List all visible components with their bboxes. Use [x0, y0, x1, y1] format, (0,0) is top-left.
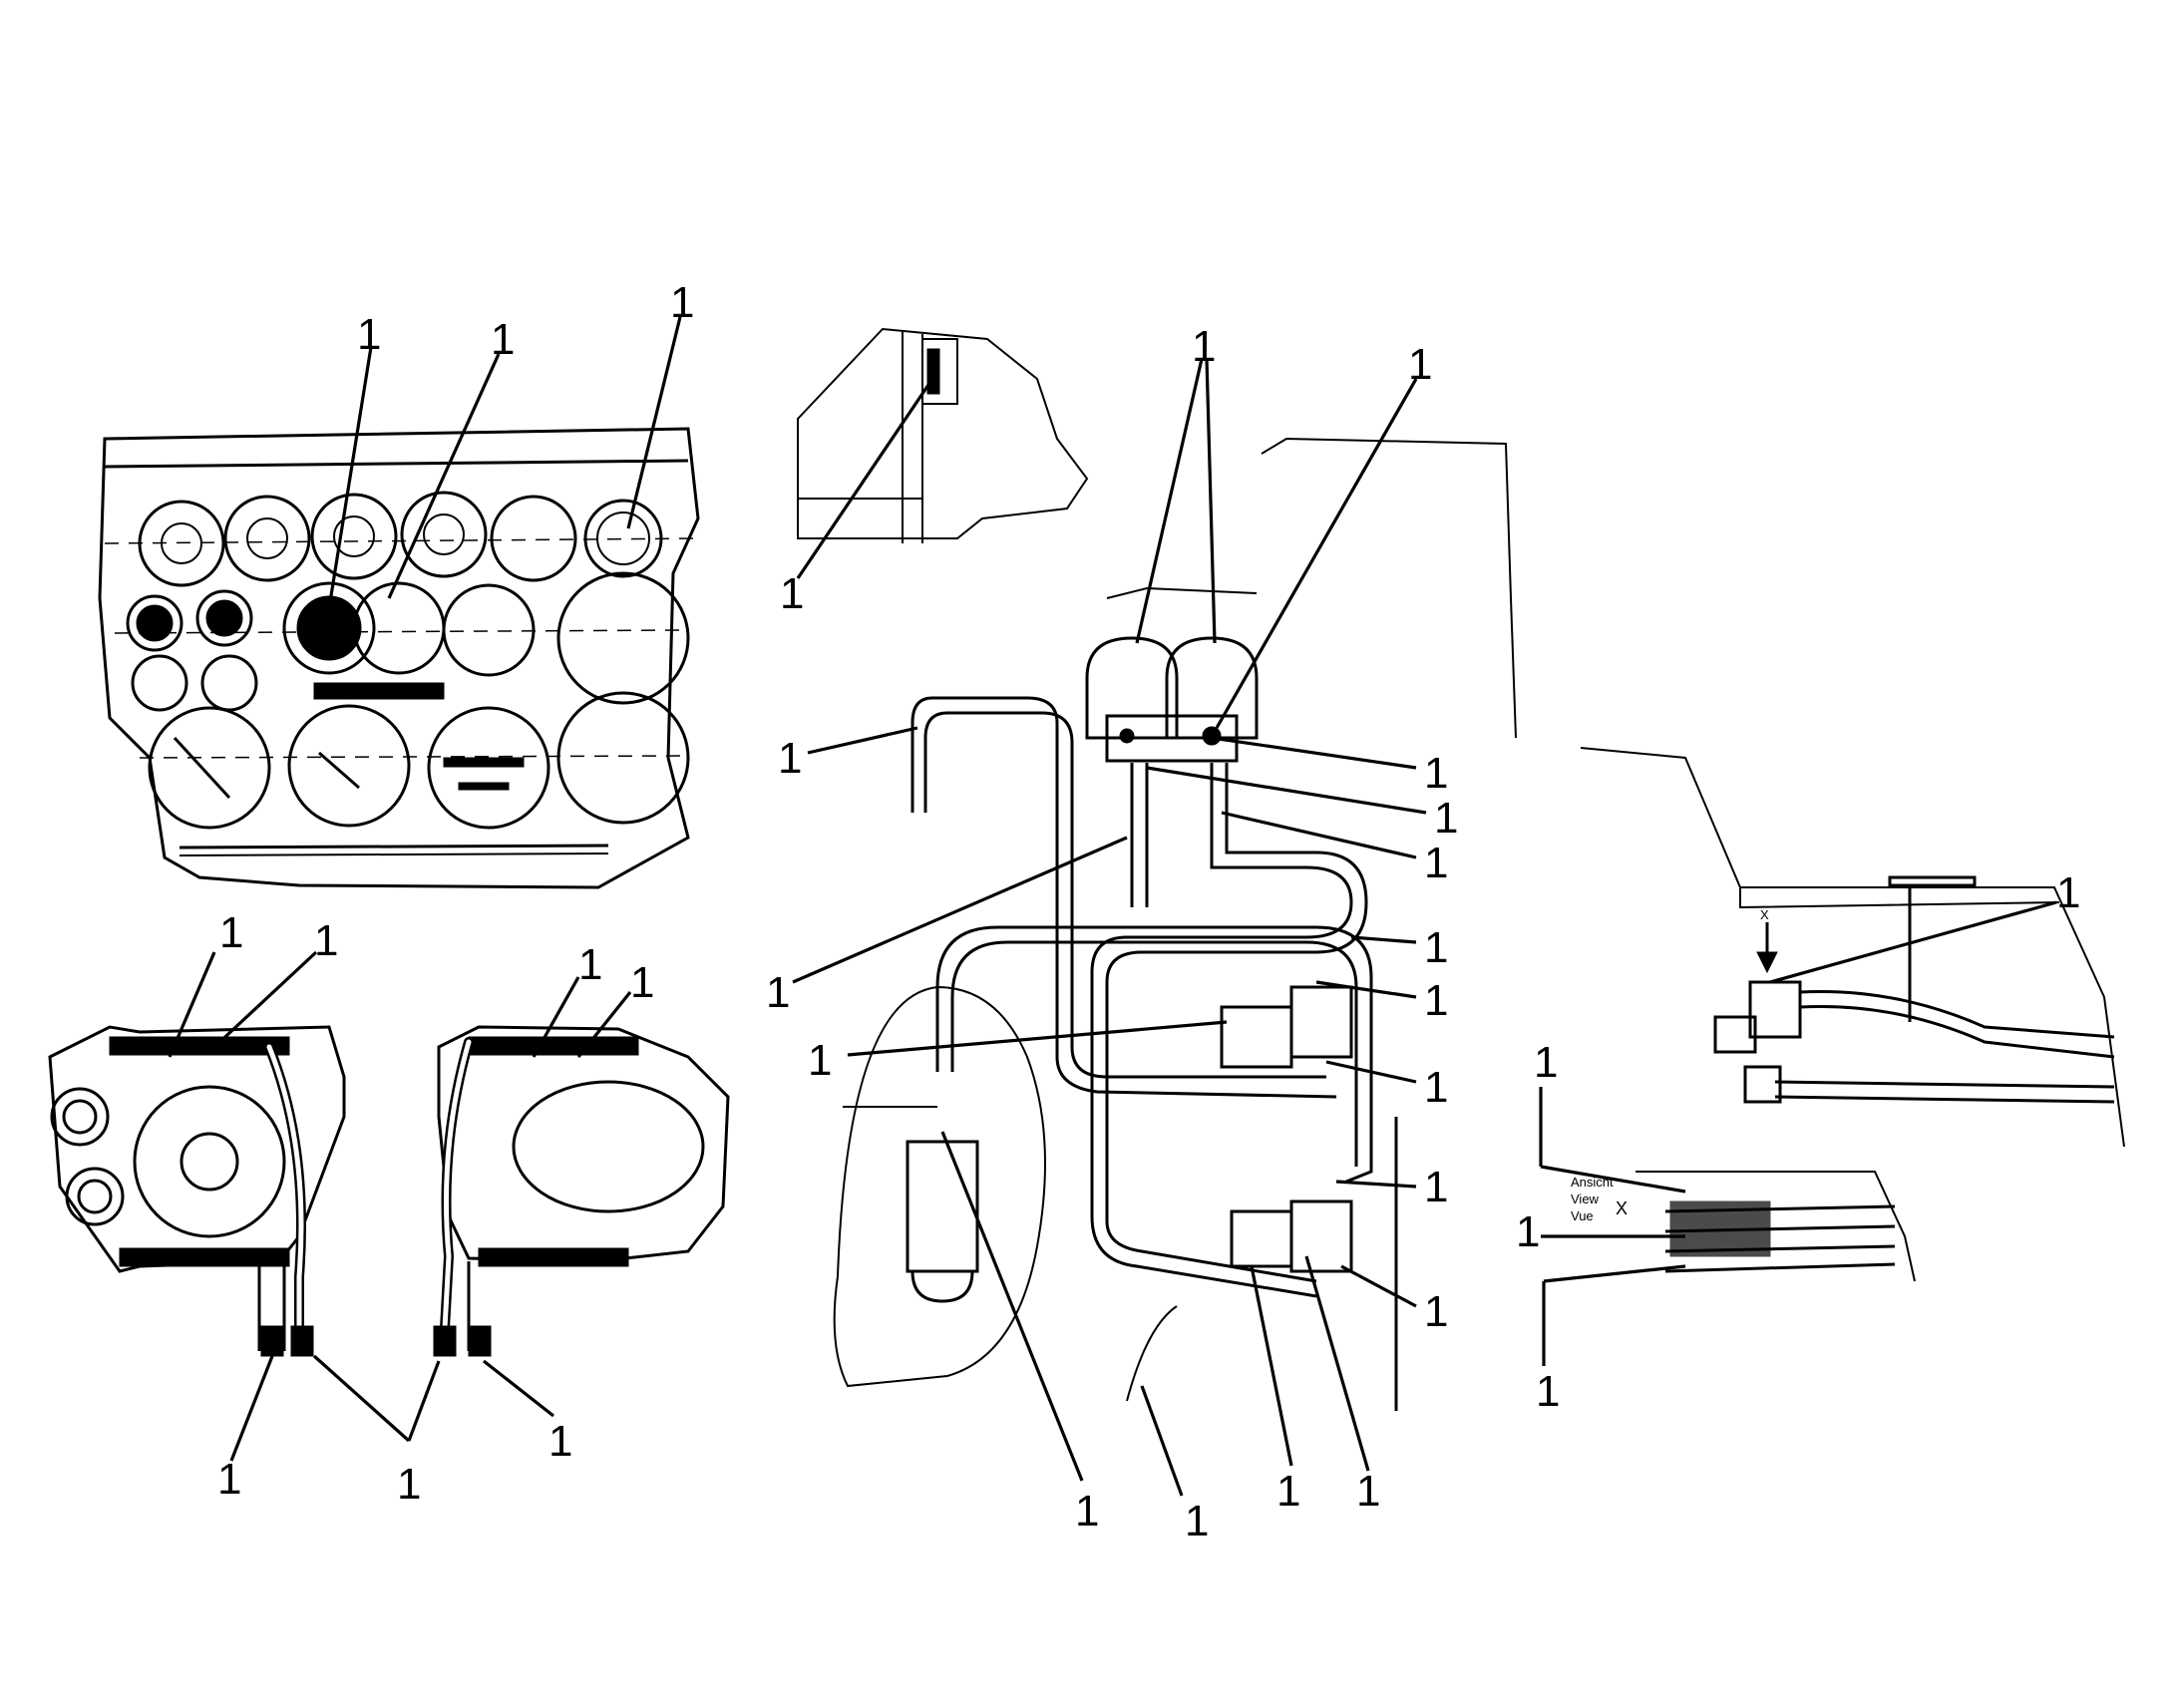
callout-numbers: 1 1 1 1 1 1 1 1 1 1 1 1 1 1 1 1 1 1 1 1 …	[217, 278, 2080, 1545]
view-label-line1: Ansicht	[1571, 1175, 1614, 1190]
callout-label: 1	[1424, 923, 1448, 972]
callout-label: 1	[1516, 1207, 1540, 1256]
callout-label: 1	[1276, 1467, 1300, 1516]
callout-label: 1	[808, 1036, 832, 1085]
callout-label: 1	[766, 968, 790, 1017]
callout-label: 1	[1424, 1287, 1448, 1336]
callout-label: 1	[630, 958, 654, 1007]
view-label-line2: View	[1571, 1192, 1600, 1206]
callout-label: 1	[1434, 794, 1458, 843]
callout-label: 1	[1424, 1163, 1448, 1211]
callout-label: 1	[1534, 1038, 1558, 1087]
callout-label: 1	[219, 908, 243, 957]
callout-label: 1	[1075, 1487, 1099, 1536]
callout-label: 1	[491, 315, 515, 364]
right-valve-detail	[1580, 747, 2125, 1282]
arrow-letter: X	[1760, 907, 1769, 922]
callout-label: 1	[397, 1460, 421, 1509]
callout-label: 1	[578, 940, 602, 989]
leader-lines	[168, 316, 2057, 1497]
callout-label: 1	[1408, 340, 1432, 389]
view-label-line3: Vue	[1571, 1208, 1594, 1223]
callout-label: 1	[778, 734, 802, 783]
callout-label: 1	[357, 310, 381, 359]
callout-label: 1	[1424, 976, 1448, 1025]
bracket-detail-view	[797, 327, 1089, 543]
callout-label: 1	[2056, 868, 2080, 917]
callout-label: 1	[314, 916, 338, 965]
central-hydraulic-circuit	[833, 437, 1517, 1411]
callout-label: 1	[1424, 749, 1448, 798]
instrument-panel-view	[98, 427, 700, 889]
callout-label: 1	[1185, 1497, 1209, 1545]
callout-label: 1	[548, 1417, 572, 1466]
callout-label: 1	[670, 278, 694, 327]
callout-label: 1	[780, 569, 804, 618]
view-x-label: Ansicht View Vue X X	[1571, 907, 1769, 1223]
view-label-letter: X	[1616, 1198, 1628, 1218]
callout-label: 1	[1424, 839, 1448, 887]
callout-label: 1	[1536, 1367, 1560, 1416]
callout-label: 1	[217, 1455, 241, 1504]
pump-assembly-view	[48, 1025, 730, 1357]
callout-label: 1	[1356, 1467, 1380, 1516]
callout-label: 1	[1192, 322, 1216, 371]
callout-label: 1	[1424, 1063, 1448, 1112]
